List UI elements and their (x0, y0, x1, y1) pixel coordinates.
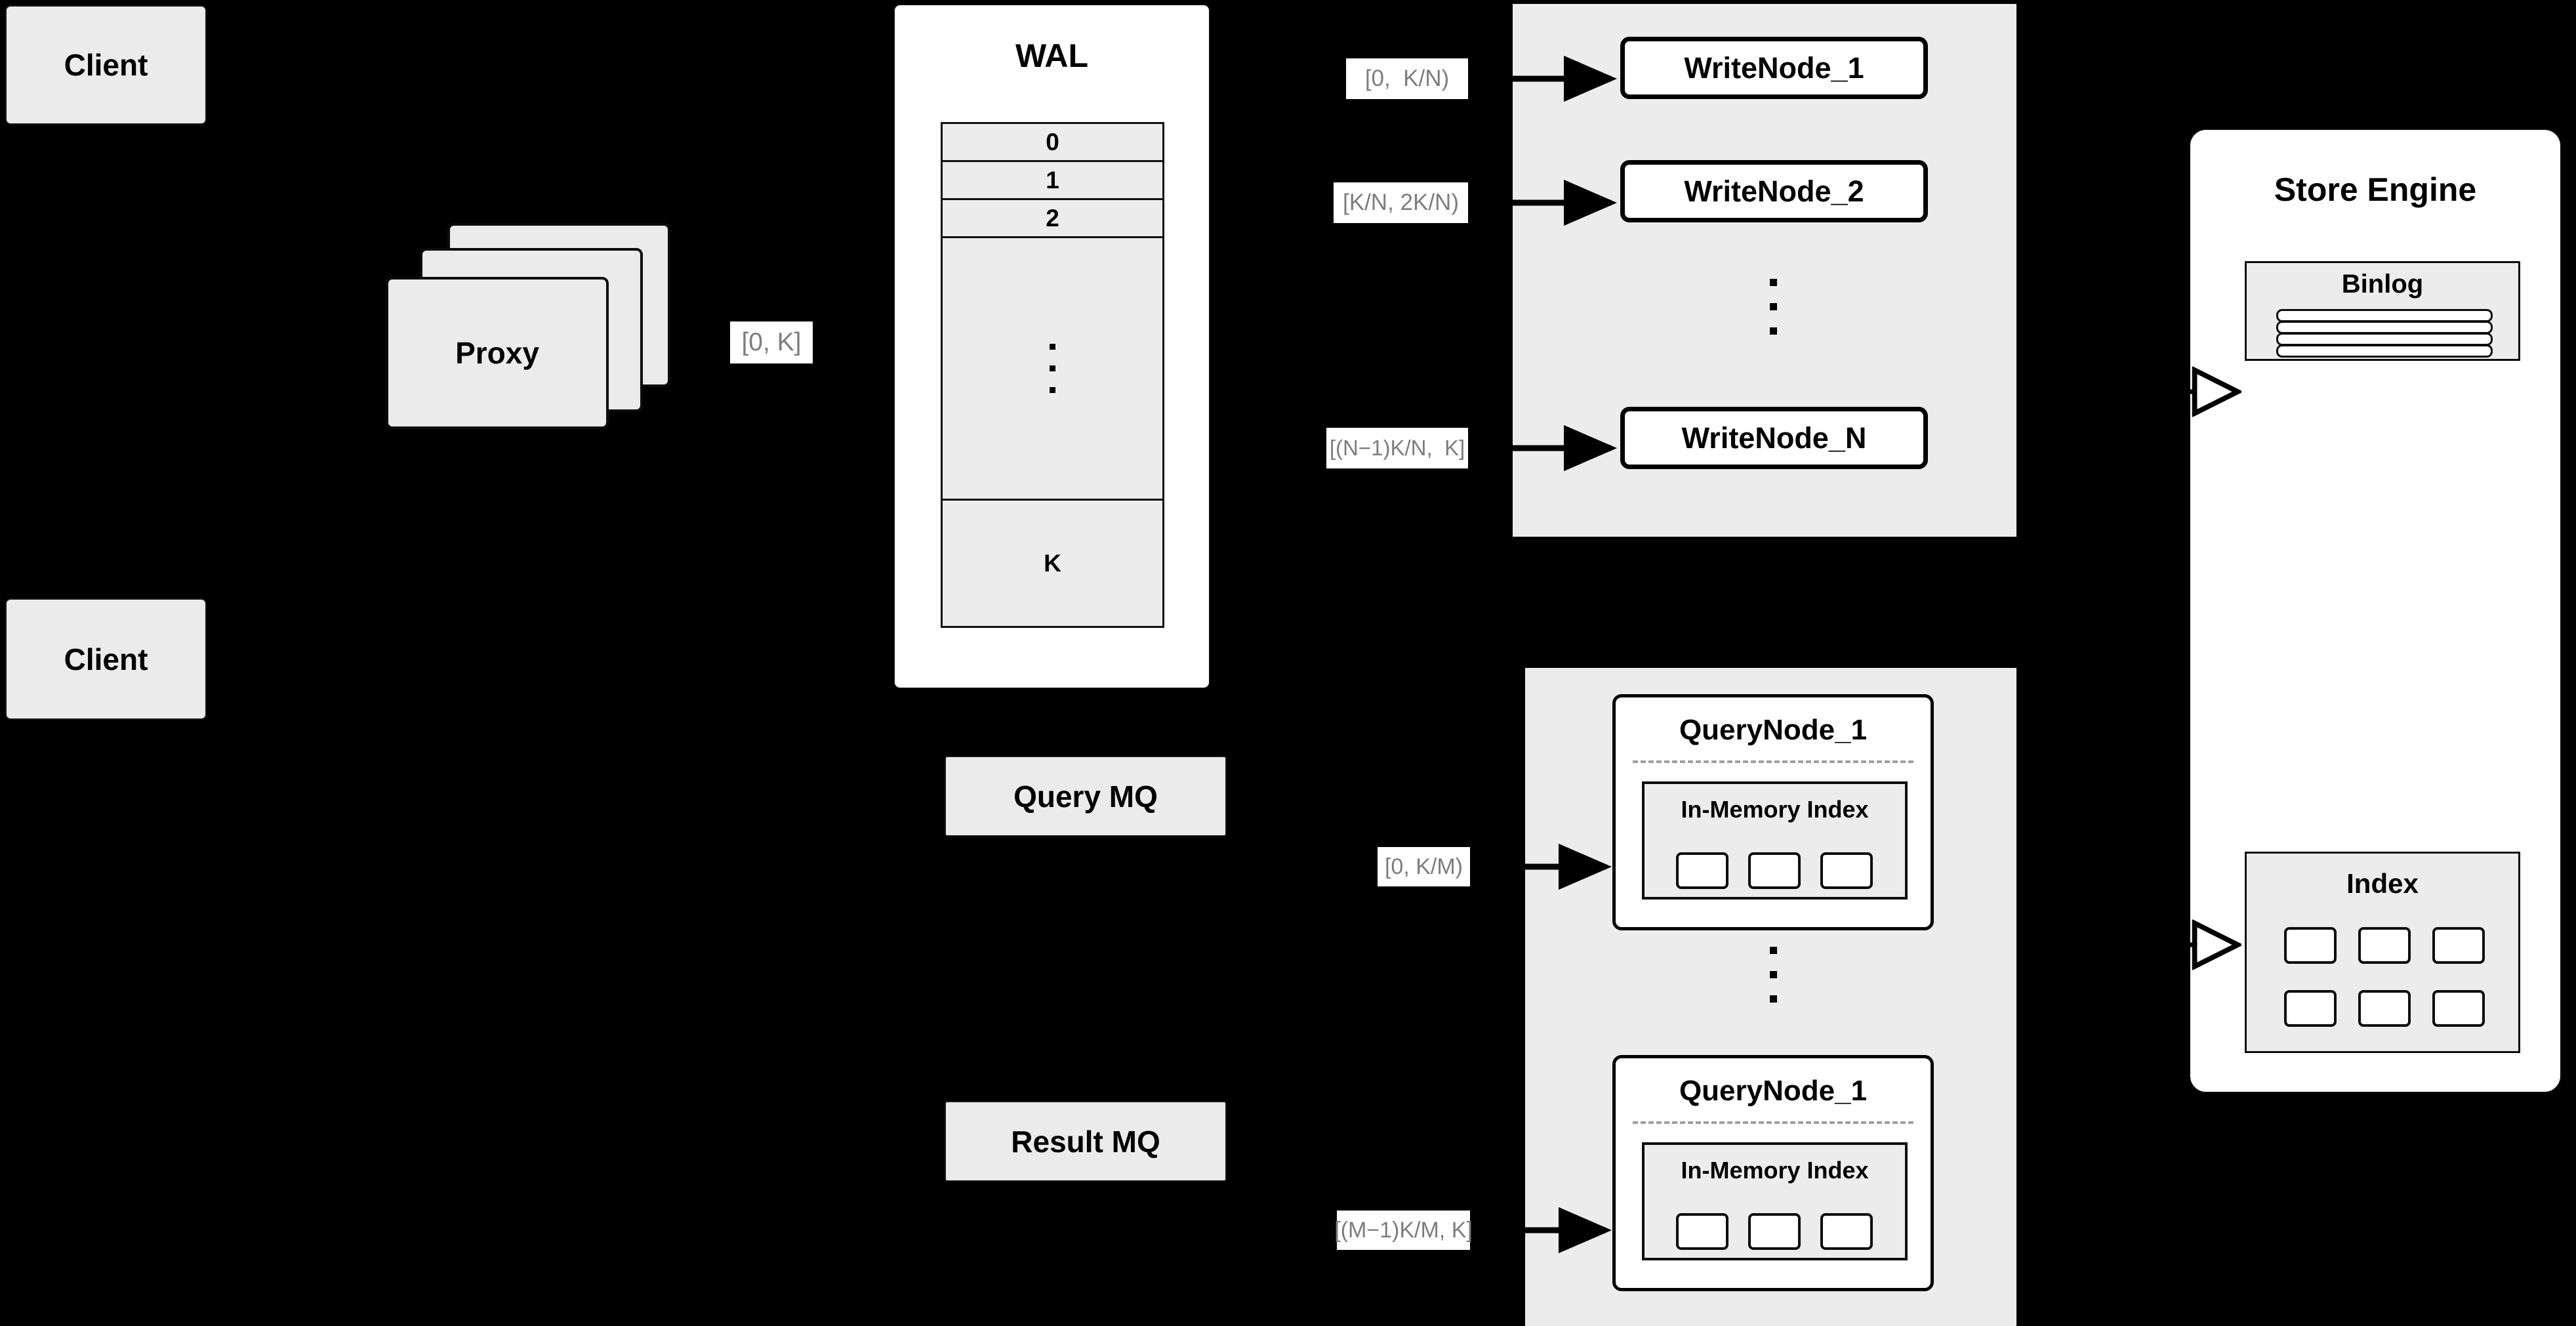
store-engine-title: Store Engine (2274, 171, 2477, 208)
write-node-n[interactable]: WriteNode_N (1620, 407, 1928, 469)
query-node-1-inmemory-index-title: In-Memory Index (1681, 796, 1869, 823)
query-node-2-range-label: [(M−1)K/M, K] (1334, 1211, 1473, 1250)
query-node-1-inmemory-index: In-Memory Index (1642, 781, 1908, 900)
write-node-n-label: WriteNode_N (1681, 421, 1867, 455)
wal-row-k[interactable]: K (943, 501, 1162, 626)
binlog-bar[interactable] (2276, 333, 2493, 346)
write-node-2[interactable]: WriteNode_2 (1620, 160, 1928, 222)
store-engine-panel: Store Engine Binlog Index (2189, 129, 2562, 1093)
query-node-1-range-label: [0, K/M) (1378, 847, 1470, 886)
store-index-chip[interactable] (2432, 990, 2485, 1027)
query-node-ellipsis (1770, 947, 1777, 1003)
wal-row-2[interactable]: 2 (943, 200, 1162, 238)
query-node-2-label: QueryNode_1 (1679, 1075, 1868, 1107)
store-index-chip[interactable] (2284, 990, 2337, 1027)
query-node-1-separator (1633, 760, 1913, 763)
write-node-1[interactable]: WriteNode_1 (1620, 37, 1928, 99)
proxy-label: Proxy (455, 336, 539, 370)
client-label-1: Client (64, 48, 148, 82)
index-chip[interactable] (1676, 1213, 1728, 1250)
store-index-chip[interactable] (2358, 990, 2411, 1027)
proxy-range-label: [0, K] (730, 321, 813, 363)
proxy-box[interactable]: Proxy (386, 277, 609, 429)
index-chip[interactable] (1748, 1213, 1801, 1250)
write-node-2-range-label: [K/N, 2K/N) (1334, 182, 1468, 223)
query-node-2-separator (1633, 1121, 1913, 1124)
store-index-box: Index (2245, 852, 2520, 1053)
index-chip[interactable] (1820, 852, 1873, 889)
store-index-chip[interactable] (2432, 927, 2485, 964)
wal-row-0[interactable]: 0 (943, 124, 1162, 162)
client-box-1[interactable]: Client (5, 5, 207, 125)
client-label-2: Client (64, 642, 148, 676)
index-chip[interactable] (1748, 852, 1801, 889)
result-mq-box[interactable]: Result MQ (945, 1101, 1227, 1182)
write-node-ellipsis (1770, 279, 1777, 335)
index-chip[interactable] (1820, 1213, 1873, 1250)
query-node-2[interactable]: QueryNode_1 In-Memory Index (1612, 1055, 1934, 1291)
write-node-2-label: WriteNode_2 (1684, 174, 1864, 208)
store-index-chip[interactable] (2358, 927, 2411, 964)
binlog-bar[interactable] (2276, 321, 2493, 334)
wal-row-stack: 0 1 2 K (941, 122, 1164, 628)
wal-row-1[interactable]: 1 (943, 162, 1162, 200)
query-mq-label: Query MQ (1013, 779, 1158, 814)
binlog-bar[interactable] (2276, 309, 2493, 322)
wal-title: WAL (1015, 37, 1089, 74)
query-node-2-inmemory-index-title: In-Memory Index (1681, 1157, 1869, 1184)
index-chip[interactable] (1676, 852, 1728, 889)
write-node-n-range-label: [(N−1)K/N, K] (1326, 428, 1468, 468)
write-node-1-label: WriteNode_1 (1684, 51, 1864, 85)
binlog-box: Binlog (2245, 261, 2520, 361)
binlog-bar[interactable] (2276, 344, 2493, 358)
query-node-2-inmemory-index: In-Memory Index (1642, 1142, 1908, 1260)
query-mq-box[interactable]: Query MQ (945, 756, 1227, 837)
store-index-chip[interactable] (2284, 927, 2337, 964)
store-index-title: Index (2346, 868, 2419, 899)
write-node-1-range-label: [0, K/N) (1346, 58, 1468, 99)
result-mq-label: Result MQ (1011, 1124, 1160, 1159)
binlog-title: Binlog (2341, 270, 2424, 299)
client-box-2[interactable]: Client (5, 598, 207, 720)
wal-row-ellipsis (943, 238, 1162, 501)
query-node-1[interactable]: QueryNode_1 In-Memory Index (1612, 694, 1934, 930)
query-node-1-label: QueryNode_1 (1679, 714, 1868, 746)
